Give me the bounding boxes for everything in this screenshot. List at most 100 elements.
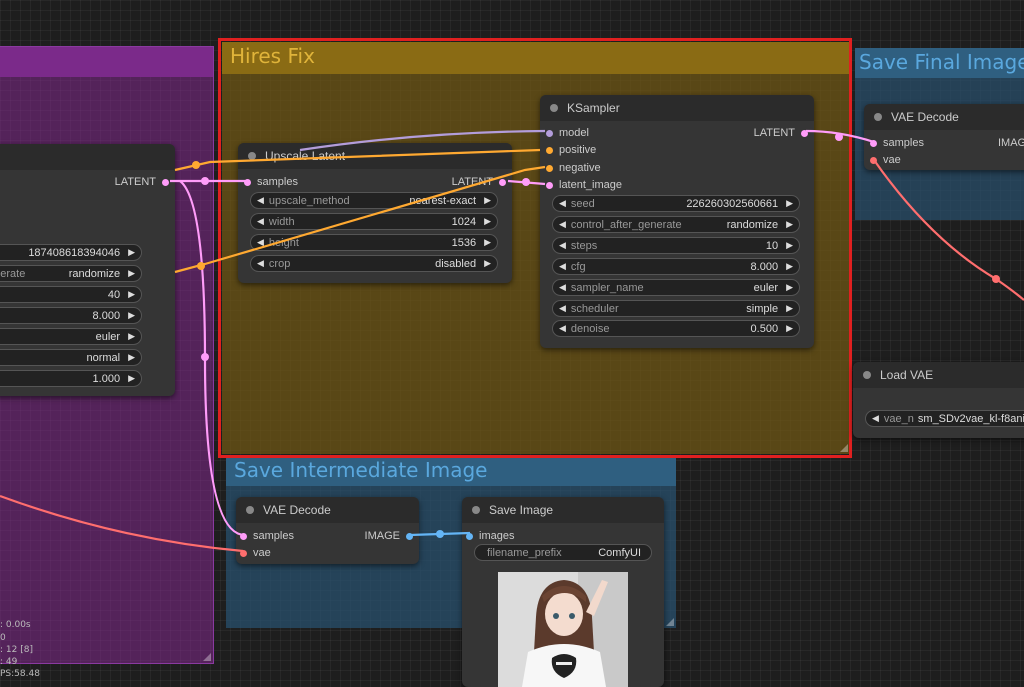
- node-vae-decode-intermediate[interactable]: VAE Decode samples vae IMAGE: [236, 497, 419, 564]
- arrow-right-icon[interactable]: ▶: [786, 261, 793, 271]
- input-samples[interactable]: samples: [870, 137, 924, 149]
- arrow-right-icon[interactable]: ▶: [128, 373, 135, 383]
- wire-reroute-dot[interactable]: [992, 275, 1000, 283]
- arrow-right-icon[interactable]: ▶: [484, 237, 491, 247]
- slot-dot[interactable]: [870, 139, 877, 147]
- node-header[interactable]: VAE Decode: [864, 104, 1024, 130]
- wire-reroute-dot[interactable]: [835, 133, 843, 141]
- arrow-left-icon[interactable]: ◀: [257, 216, 264, 226]
- arrow-left-icon[interactable]: ◀: [559, 198, 566, 208]
- node-collapse-dot[interactable]: [874, 113, 882, 121]
- wire-reroute-dot[interactable]: [201, 177, 209, 185]
- widget-vae-name[interactable]: ◀vae_nsm_SDv2vae_kl-f8anime2: [865, 410, 1024, 427]
- widget-sampler[interactable]: euler▶: [0, 328, 142, 345]
- input-vae[interactable]: vae: [240, 547, 271, 559]
- arrow-right-icon[interactable]: ▶: [128, 352, 135, 362]
- input-latent-image[interactable]: latent_image: [546, 179, 622, 191]
- widget-seed[interactable]: 187408618394046▶: [0, 244, 142, 261]
- group-save-final-titlebar[interactable]: [855, 48, 1024, 78]
- input-model[interactable]: model: [546, 127, 589, 139]
- widget-cfg[interactable]: 8.000▶: [0, 307, 142, 324]
- input-vae[interactable]: vae: [870, 154, 901, 166]
- slot-dot[interactable]: [162, 178, 169, 186]
- arrow-left-icon[interactable]: ◀: [257, 195, 264, 205]
- wire-reroute-dot[interactable]: [436, 530, 444, 538]
- node-collapse-dot[interactable]: [248, 152, 256, 160]
- group-resize-handle[interactable]: [203, 653, 211, 661]
- arrow-right-icon[interactable]: ▶: [128, 310, 135, 320]
- node-header[interactable]: Save Image: [462, 497, 664, 523]
- slot-dot[interactable]: [240, 549, 247, 557]
- slot-dot[interactable]: [870, 156, 877, 164]
- group-hires-fix-titlebar[interactable]: [222, 42, 850, 74]
- slot-dot[interactable]: [546, 181, 553, 189]
- arrow-right-icon[interactable]: ▶: [128, 247, 135, 257]
- node-header[interactable]: Load VAE: [853, 362, 1024, 388]
- node-collapse-dot[interactable]: [550, 104, 558, 112]
- arrow-right-icon[interactable]: ▶: [128, 268, 135, 278]
- input-positive[interactable]: positive: [546, 144, 596, 156]
- node-upscale-latent[interactable]: Upscale Latent samples LATENT ◀upscale_m…: [238, 143, 512, 283]
- wire-model[interactable]: [299, 129, 546, 152]
- arrow-left-icon[interactable]: ◀: [559, 261, 566, 271]
- node-vae-decode-final[interactable]: VAE Decode samples vae IMAG: [864, 104, 1024, 170]
- slot-dot[interactable]: [546, 129, 553, 137]
- arrow-left-icon[interactable]: ◀: [559, 240, 566, 250]
- slot-dot[interactable]: [801, 129, 808, 137]
- node-ksampler-hires[interactable]: KSampler model positive negative latent_…: [540, 95, 814, 348]
- widget-denoise[interactable]: 1.000▶: [0, 370, 142, 387]
- arrow-right-icon[interactable]: ▶: [786, 240, 793, 250]
- wire-latent-to-decode[interactable]: [179, 180, 246, 537]
- arrow-right-icon[interactable]: ▶: [786, 323, 793, 333]
- input-images[interactable]: images: [466, 530, 514, 542]
- group-resize-handle[interactable]: [666, 618, 674, 626]
- output-latent[interactable]: LATENT: [452, 176, 506, 188]
- wire-vae-final[interactable]: [873, 159, 1024, 301]
- arrow-right-icon[interactable]: ▶: [786, 219, 793, 229]
- output-latent[interactable]: LATENT: [754, 127, 808, 139]
- widget-scheduler[interactable]: normal▶: [0, 349, 142, 366]
- node-ksampler-base[interactable]: LATENT 187408618394046▶ eneraterandomize…: [0, 144, 175, 396]
- slot-dot[interactable]: [406, 532, 413, 540]
- arrow-right-icon[interactable]: ▶: [128, 289, 135, 299]
- node-header[interactable]: VAE Decode: [236, 497, 419, 523]
- arrow-left-icon[interactable]: ◀: [559, 303, 566, 313]
- arrow-left-icon[interactable]: ◀: [559, 323, 566, 333]
- arrow-left-icon[interactable]: ◀: [559, 282, 566, 292]
- node-header[interactable]: KSampler: [540, 95, 814, 121]
- arrow-left-icon[interactable]: ◀: [559, 219, 566, 229]
- output-image[interactable]: IMAGE: [365, 530, 413, 542]
- arrow-left-icon[interactable]: ◀: [872, 413, 879, 423]
- widget-steps[interactable]: 40▶: [0, 286, 142, 303]
- group-resize-handle[interactable]: [840, 444, 848, 452]
- input-negative[interactable]: negative: [546, 162, 601, 174]
- wire-reroute-dot[interactable]: [197, 262, 205, 270]
- input-samples[interactable]: samples: [244, 176, 298, 188]
- node-collapse-dot[interactable]: [863, 371, 871, 379]
- wire-reroute-dot[interactable]: [201, 353, 209, 361]
- slot-dot[interactable]: [244, 178, 251, 186]
- arrow-right-icon[interactable]: ▶: [786, 282, 793, 292]
- output-latent[interactable]: LATENT: [115, 176, 169, 188]
- group-save-intermediate-titlebar[interactable]: [226, 458, 676, 486]
- arrow-right-icon[interactable]: ▶: [786, 198, 793, 208]
- slot-dot[interactable]: [546, 146, 553, 154]
- arrow-left-icon[interactable]: ◀: [257, 237, 264, 247]
- wire-negative[interactable]: [174, 165, 546, 274]
- node-collapse-dot[interactable]: [246, 506, 254, 514]
- slot-dot[interactable]: [466, 532, 473, 540]
- output-image[interactable]: IMAG: [998, 137, 1024, 149]
- wire-reroute-dot[interactable]: [192, 161, 200, 169]
- wire-reroute-dot[interactable]: [522, 178, 530, 186]
- arrow-right-icon[interactable]: ▶: [484, 216, 491, 226]
- wire-vae-intermediate[interactable]: [0, 494, 244, 553]
- slot-dot[interactable]: [546, 164, 553, 172]
- input-samples[interactable]: samples: [240, 530, 294, 542]
- arrow-right-icon[interactable]: ▶: [484, 195, 491, 205]
